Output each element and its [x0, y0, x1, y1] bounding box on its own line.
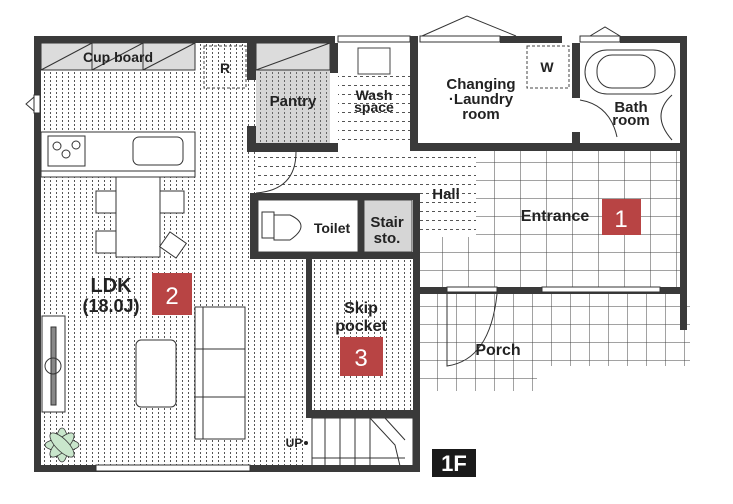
entrance-label: Entrance: [521, 208, 590, 225]
badge-2-number: 2: [165, 283, 178, 310]
dining-table: [115, 176, 161, 258]
bathtub-icon: [584, 49, 676, 95]
wash-label-1: Wash: [356, 87, 393, 103]
changing-label-3: room: [462, 106, 500, 123]
tv-stand-icon: [44, 357, 62, 375]
porch-door-icon: [446, 293, 498, 367]
hall-label: Hall: [432, 186, 460, 203]
pantry-label: Pantry: [270, 93, 317, 110]
stove-icon: [47, 135, 86, 167]
refrigerator-label: R: [220, 60, 230, 76]
hall-floor-right: [417, 152, 476, 236]
entrance-floor-lower: [417, 237, 477, 287]
changing-label-1: Changing: [446, 76, 515, 93]
badge-2-bg: [152, 273, 192, 315]
stair-sto-label-1: Stair: [370, 214, 404, 231]
kitchen-counter-edge: [40, 170, 196, 178]
badge-3: 3: [340, 337, 383, 376]
floor-label: 1F: [441, 451, 467, 476]
skip-pocket-label-1: Skip: [344, 300, 378, 317]
cupboard-label: Cup board: [83, 49, 153, 65]
toilet-icon: [261, 211, 302, 241]
badge-2: 2: [152, 273, 192, 315]
changing-label-2: ·Laundry: [449, 91, 514, 108]
skip-pocket-floor: [312, 258, 413, 410]
hall-door-icon: [255, 151, 297, 194]
coffee-table: [135, 339, 177, 408]
pantry-floor: [256, 70, 330, 143]
porch-floor-lower: [417, 366, 537, 391]
stair-sto-label-2: sto.: [374, 230, 401, 247]
windows: [33, 35, 661, 472]
washer-label: W: [540, 59, 554, 75]
ldk-label: LDK: [90, 275, 132, 297]
up-label: UP: [286, 436, 303, 450]
toilet-label: Toilet: [314, 220, 351, 236]
plant-icon: [44, 427, 80, 463]
badge-1-bg: [602, 199, 641, 235]
chair-icons: [95, 190, 188, 259]
badge-1: 1: [602, 199, 641, 235]
bath-door-icon: [579, 94, 673, 141]
staircase-icon: [311, 417, 414, 467]
wash-floor: [338, 75, 410, 143]
up-marker-icon: [304, 441, 308, 445]
badge-3-bg: [340, 337, 383, 376]
badge-1-number: 1: [614, 206, 627, 233]
porch-floor: [417, 294, 690, 366]
badge-3-number: 3: [354, 345, 367, 372]
tv-icon: [50, 326, 57, 406]
porch-label: Porch: [475, 342, 520, 359]
wash-label-2: space: [354, 99, 394, 115]
refrigerator-space: [203, 45, 247, 89]
wash-basin: [357, 47, 391, 75]
ldk-size-label: (18.0J): [82, 296, 139, 316]
washer-space: [526, 45, 570, 89]
window-arrow-icons: [25, 15, 621, 112]
sink-icon: [132, 136, 184, 166]
bath-label-1: Bath: [614, 99, 647, 116]
bath-label-2: room: [612, 112, 650, 129]
skip-pocket-label-2: pocket: [335, 318, 387, 335]
entrance-floor: [476, 151, 680, 287]
sofa-icon: [194, 306, 246, 440]
floor-badge: 1F: [432, 449, 476, 477]
